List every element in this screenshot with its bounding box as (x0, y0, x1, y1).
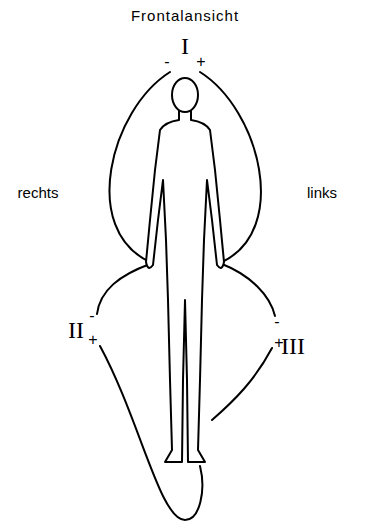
polarity-sign: - (164, 54, 169, 70)
lead-number: III (281, 334, 305, 358)
lead-number: II (68, 318, 84, 342)
lead-number: I (181, 34, 189, 58)
polarity-sign: - (89, 308, 94, 324)
body-silhouette (146, 110, 224, 462)
lead-three-lower-wire (212, 348, 272, 420)
head-silhouette (172, 78, 198, 112)
side-label: links (307, 185, 337, 200)
polarity-sign: + (274, 335, 283, 351)
side-label: rechts (18, 185, 59, 200)
polarity-sign: - (274, 314, 279, 330)
view-title: Frontalansicht (131, 8, 239, 23)
polarity-sign: + (88, 332, 97, 348)
polarity-sign: + (196, 54, 205, 70)
lead-three-upper-wire (222, 264, 275, 316)
lead-two-upper-wire (97, 264, 150, 314)
